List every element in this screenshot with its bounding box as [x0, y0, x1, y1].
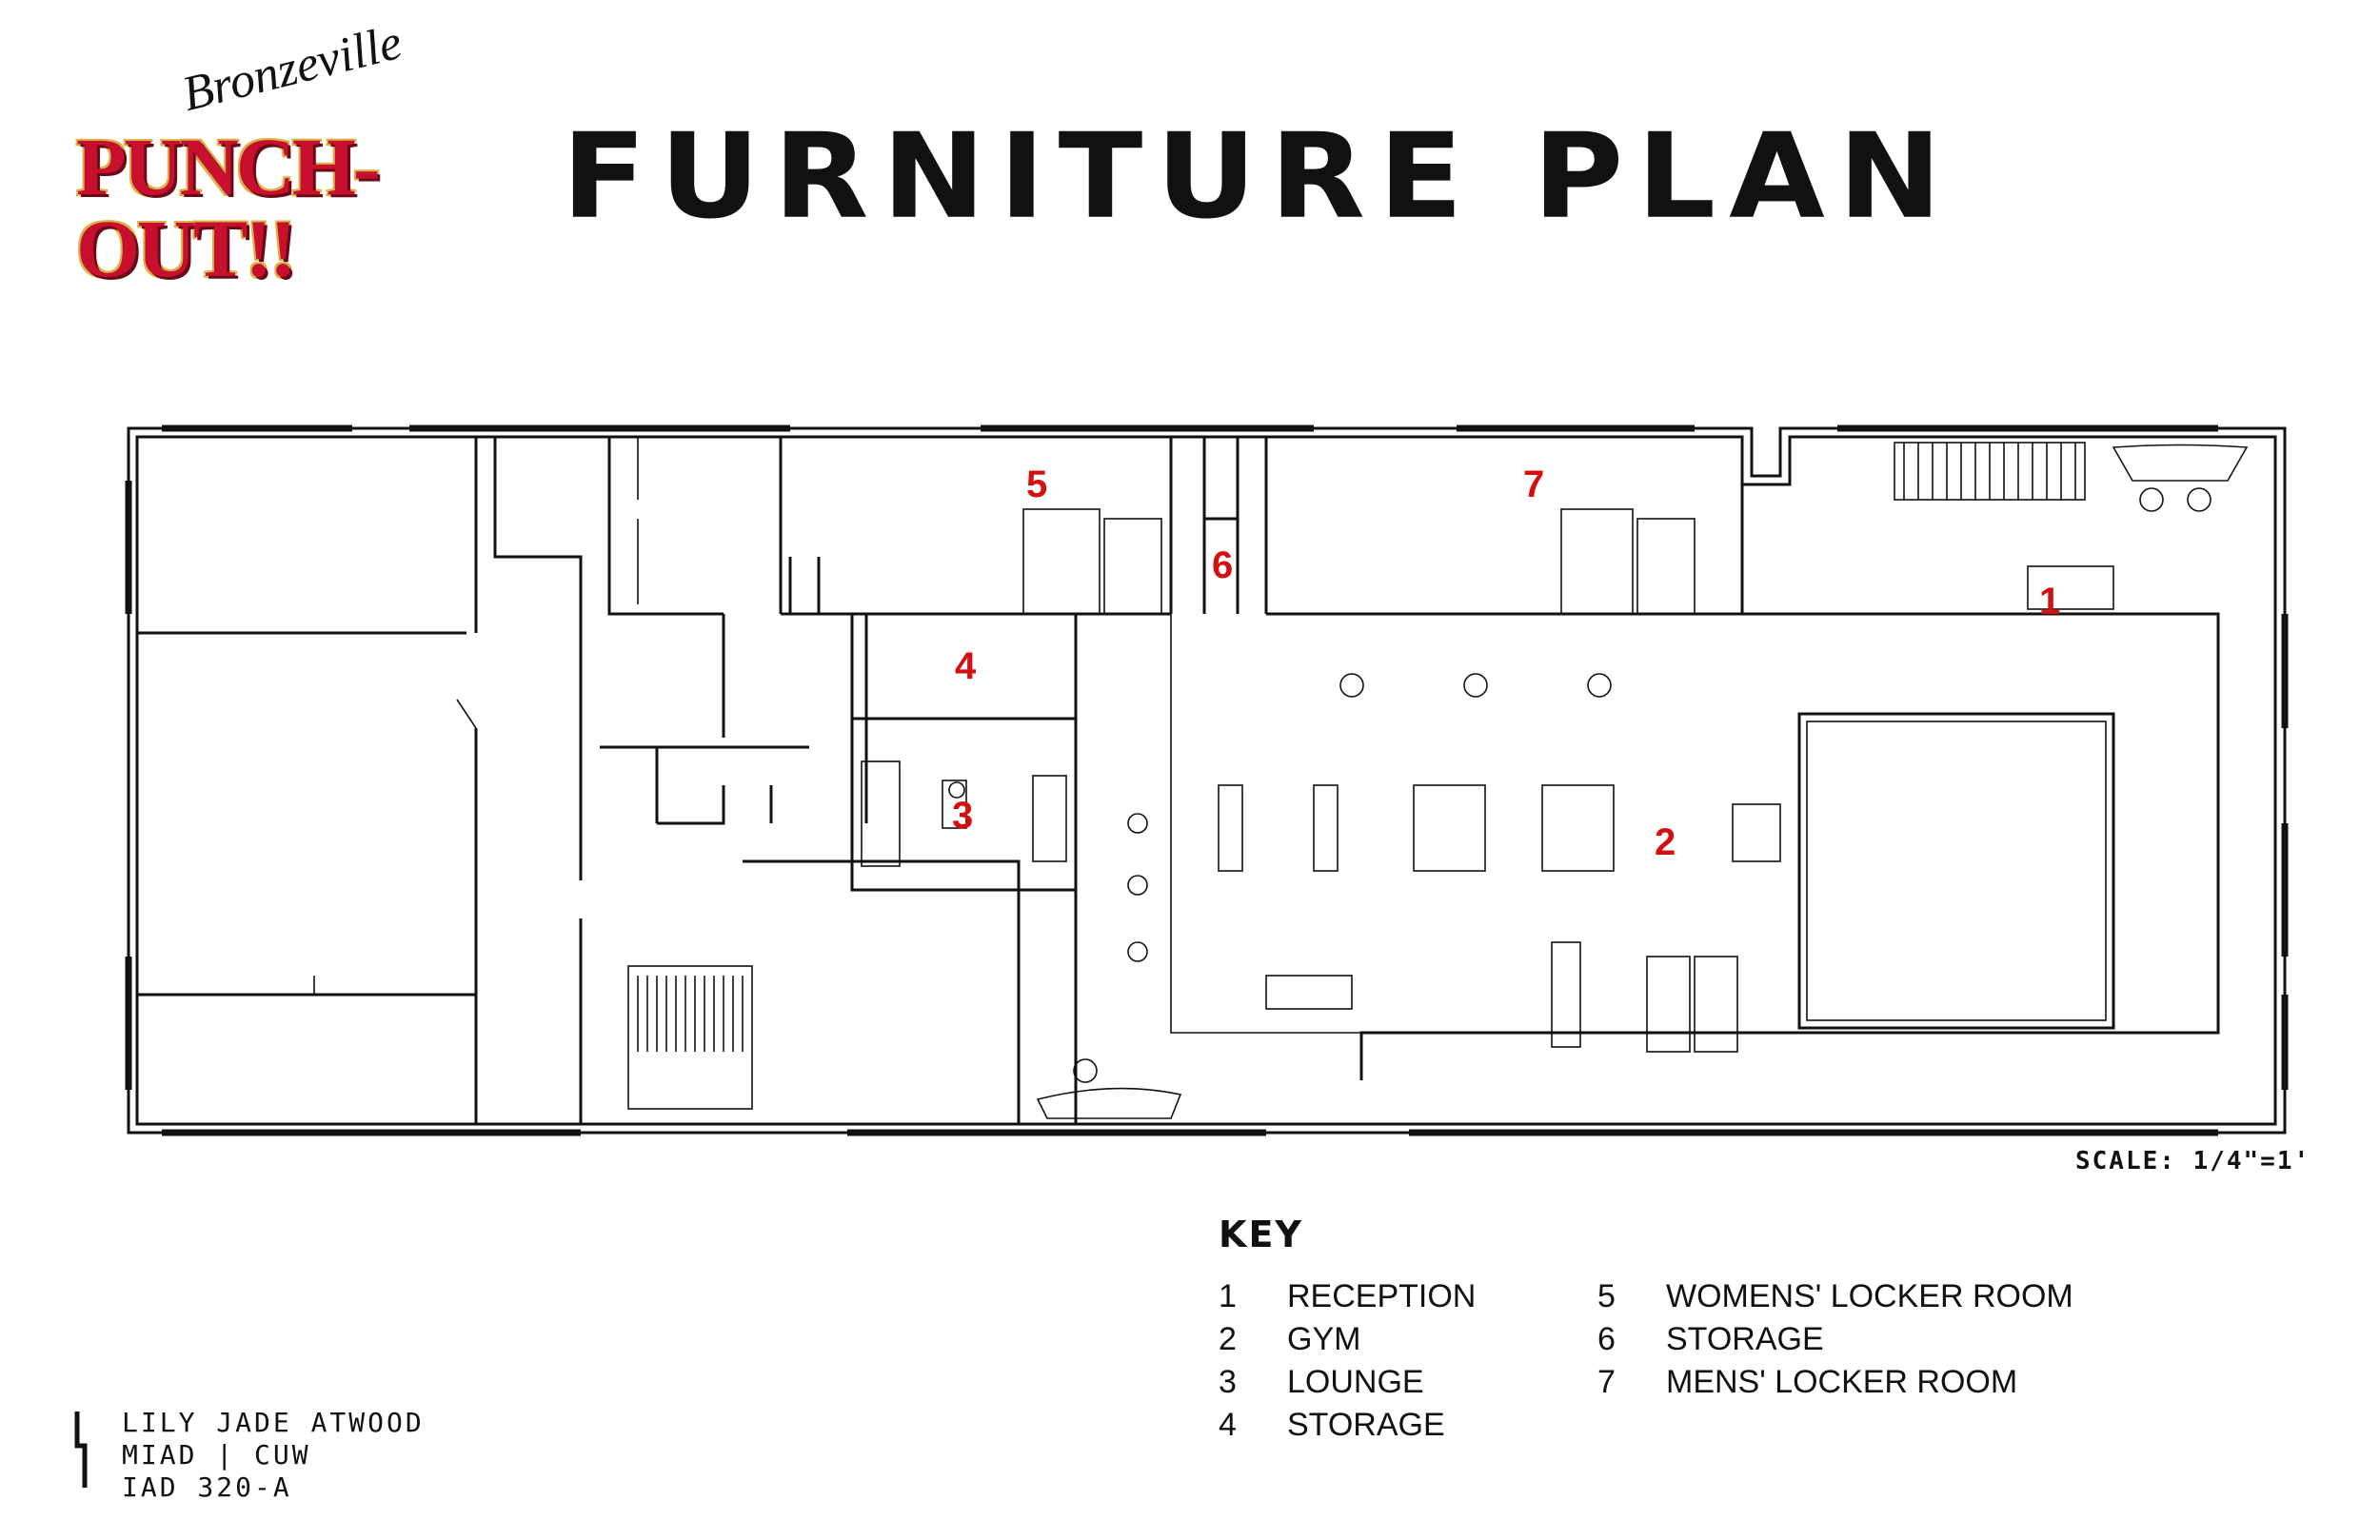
key-item-label: WOMENS' LOCKER ROOM	[1666, 1278, 2073, 1314]
room-number-5: 5	[1026, 464, 1047, 505]
key-item: 3 LOUNGE	[1219, 1361, 1476, 1404]
key-item-label: LOUNGE	[1287, 1364, 1424, 1400]
key-item-number: 3	[1219, 1364, 1237, 1400]
gym-boundary	[1170, 612, 2220, 1080]
room-number-6: 6	[1212, 544, 1233, 586]
windows	[125, 424, 2289, 1136]
key-column-right: 5 WOMENS' LOCKER ROOM 6 STORAGE 7 MENS' LOC…	[1597, 1275, 2073, 1404]
key-item-number: 6	[1597, 1321, 1616, 1357]
room-number-3: 3	[952, 795, 973, 837]
lower-desk	[1036, 1058, 1182, 1119]
key-item-number: 2	[1219, 1321, 1237, 1357]
key-item-number: 1	[1219, 1278, 1237, 1314]
lounge-furniture	[861, 760, 1067, 867]
key-item: 2 GYM	[1219, 1318, 1476, 1361]
key-item: 4 STORAGE	[1219, 1404, 1476, 1447]
reception-desk	[2027, 444, 2249, 610]
central-rooms	[493, 437, 1078, 1124]
gym-equipment	[1127, 673, 1738, 1053]
room-number-7: 7	[1523, 464, 1544, 505]
scale-label: SCALE: 1/4"=1'	[2075, 1147, 2311, 1175]
room-number-4: 4	[955, 645, 977, 687]
room-number-2: 2	[1655, 821, 1676, 863]
key-item-label: MENS' LOCKER ROOM	[1666, 1364, 2018, 1400]
page-title: FURNITURE PLAN	[562, 107, 1955, 246]
key-column-left: 1 RECEPTION 2 GYM 3 LOUNGE 4 STORAGE	[1219, 1275, 1476, 1447]
key-item-label: STORAGE	[1666, 1321, 1824, 1357]
west-offices	[137, 437, 478, 1124]
stairs-upper	[1894, 442, 2086, 501]
key-item-number: 5	[1597, 1278, 1616, 1314]
logo: Bronzeville PUNCH-OUT!!	[76, 15, 533, 289]
logo-main-text: PUNCH-OUT!!	[76, 121, 380, 294]
key-item-number: 7	[1597, 1364, 1616, 1400]
floor-plan: 1 2 3 4 5 6 7	[125, 424, 2289, 1136]
logo-script-text: Bronzeville	[176, 14, 407, 123]
key-item: 1 RECEPTION	[1219, 1275, 1476, 1318]
key-item-number: 4	[1219, 1407, 1237, 1443]
key-heading: KEY	[1219, 1214, 1303, 1255]
womens-locker-room	[779, 437, 1173, 616]
key-item-label: STORAGE	[1287, 1407, 1445, 1443]
stairs-lower	[627, 965, 753, 1110]
key-item-label: RECEPTION	[1287, 1278, 1477, 1314]
credits: LILY JADE ATWOOD MIAD | CUW IAD 320-A	[122, 1407, 425, 1504]
key-item-label: GYM	[1287, 1321, 1361, 1357]
boxing-ring	[1732, 712, 2115, 1030]
key-item: 7 MENS' LOCKER ROOM	[1597, 1361, 2073, 1404]
credit-school: MIAD | CUW	[122, 1439, 311, 1471]
storage-6	[1202, 437, 1240, 614]
mens-locker-room	[1264, 437, 1744, 616]
room-number-1: 1	[2039, 581, 2060, 622]
designer-mark-icon	[74, 1412, 88, 1488]
credit-course: IAD 320-A	[122, 1471, 292, 1503]
credit-name: LILY JADE ATWOOD	[122, 1407, 425, 1438]
key-item: 5 WOMENS' LOCKER ROOM	[1597, 1275, 2073, 1318]
key-item: 6 STORAGE	[1597, 1318, 2073, 1361]
